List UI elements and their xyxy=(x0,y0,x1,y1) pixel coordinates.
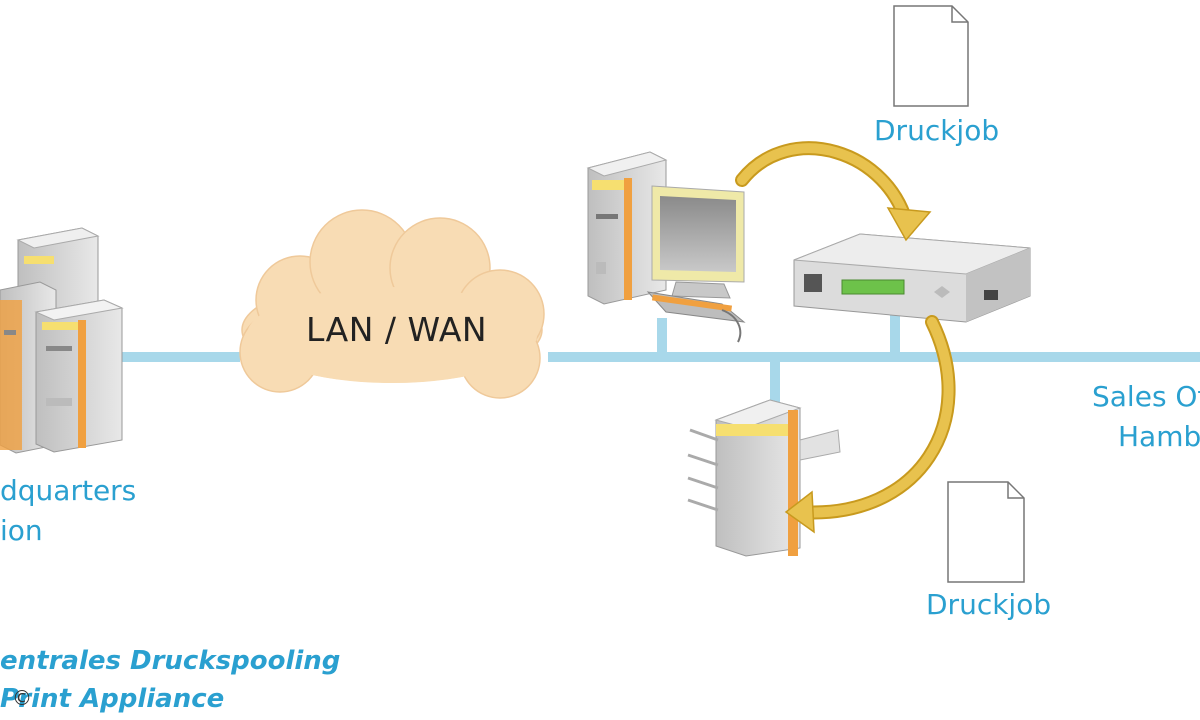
copyright-mark: © xyxy=(12,686,32,710)
caption-line1: entrales Druckspooling xyxy=(0,646,341,676)
document-icon xyxy=(947,481,1025,583)
workstation-icon xyxy=(586,151,746,343)
print-flow-arrows xyxy=(735,141,956,534)
document-icon xyxy=(893,5,969,107)
job-top-label: Druckjob xyxy=(874,114,1000,147)
server-cluster-icon xyxy=(0,227,124,454)
caption-line2: Print Appliance xyxy=(0,684,225,714)
network-lines xyxy=(120,312,1200,402)
print-appliance-icon xyxy=(793,233,1031,323)
headquarters-label-line2: ion xyxy=(0,514,43,547)
sales-office-label-line2: Hamb xyxy=(1118,420,1200,453)
sales-office-label-line1: Sales Of xyxy=(1092,380,1200,413)
cloud-label: LAN / WAN xyxy=(306,310,488,349)
cloud-icon xyxy=(239,209,545,399)
job-bottom-label: Druckjob xyxy=(926,588,1052,621)
headquarters-label-line1: dquarters xyxy=(0,474,137,507)
printer-icon xyxy=(687,399,841,557)
arrow-to-printer xyxy=(793,315,956,520)
